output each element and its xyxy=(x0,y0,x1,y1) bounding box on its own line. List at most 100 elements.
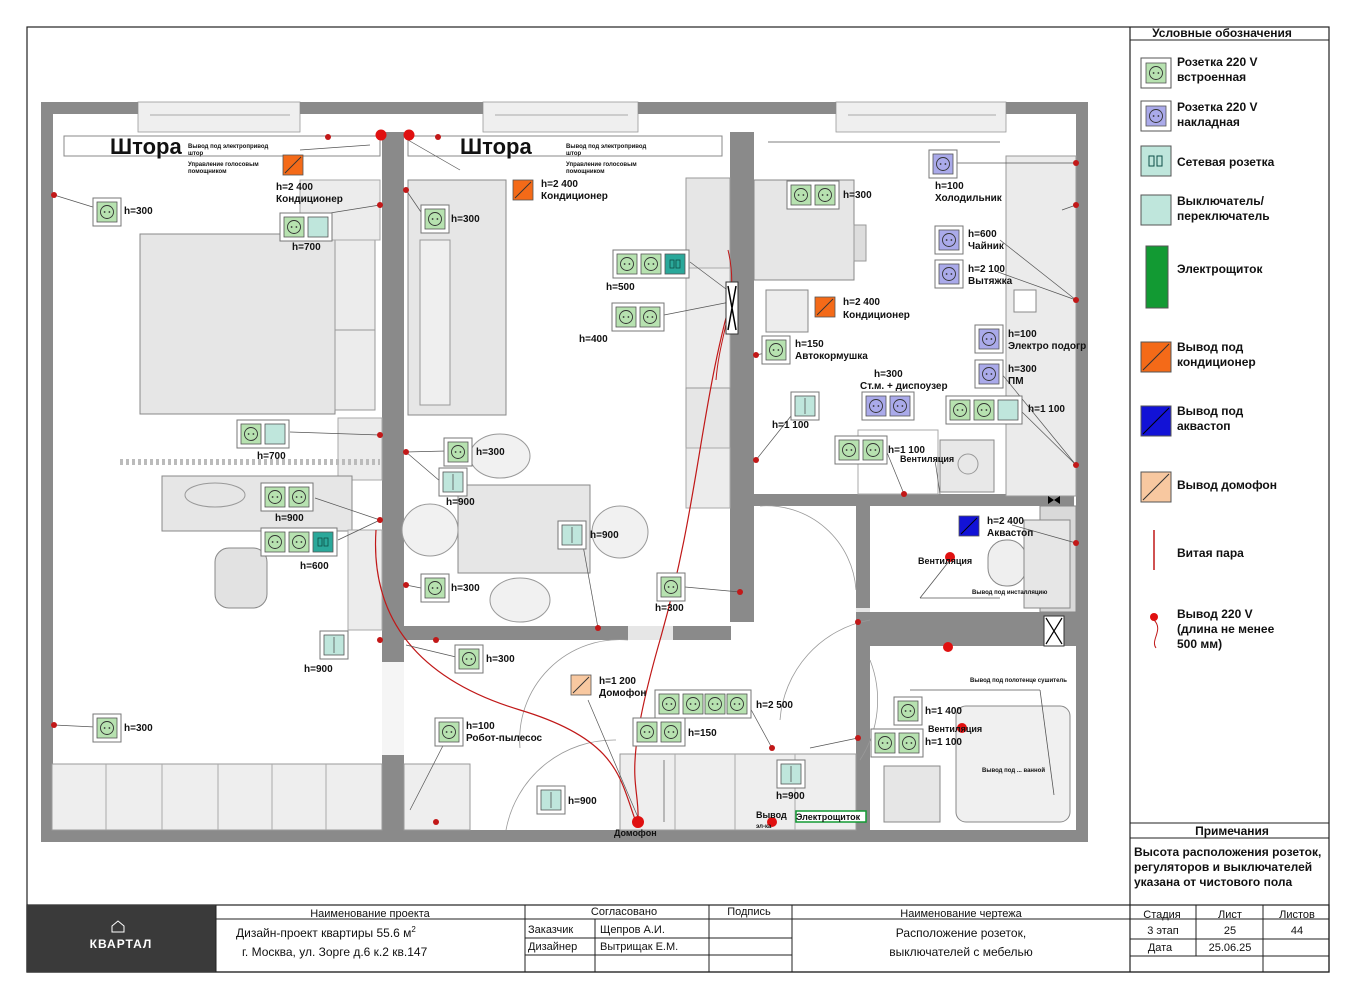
dryer-outlet: Вывод под полотенце сушитель xyxy=(970,678,1067,684)
heat-height: h=100 xyxy=(1008,329,1037,340)
legend-surface: Розетка 220 V xyxy=(1177,100,1257,114)
project-line-2: г. Москва, ул. Зорге д.6 к.2 кв.147 xyxy=(242,945,428,959)
notes-line-1: Высота расположения розеток, xyxy=(1134,845,1321,859)
sign-header: Подпись xyxy=(727,906,771,918)
notes-line-3: указана от чистового пола xyxy=(1134,875,1293,889)
legend-power: Вывод 220 V xyxy=(1177,607,1253,621)
note-voice-right: Управление голосовым xyxy=(566,162,637,168)
legend-power-3: 500 мм) xyxy=(1177,637,1222,651)
date-label: Дата xyxy=(1148,942,1173,954)
washer-height: h=300 xyxy=(874,369,903,380)
bath-socket-1: h=1 400 xyxy=(925,706,962,717)
customer-role: Заказчик xyxy=(528,924,573,936)
sheet-header: Лист xyxy=(1218,909,1242,921)
note-motor-2: штор xyxy=(188,151,204,157)
kitchen-socket-2: h=1 100 xyxy=(1028,404,1065,415)
legend-intercom: Вывод домофон xyxy=(1177,478,1277,492)
bedroom-switch: h=900 xyxy=(304,664,333,675)
notes-line-2: регуляторов и выключателей xyxy=(1134,860,1312,874)
kitchen-ac-height: h=2 400 xyxy=(843,297,880,308)
fridge-height: h=100 xyxy=(935,181,964,192)
legend-power-2: (длина не менее xyxy=(1177,622,1275,636)
washer-label: Ст.м. + диспоузер xyxy=(860,381,948,392)
fridge-label: Холодильник xyxy=(935,193,1003,204)
kettle-height: h=600 xyxy=(968,229,997,240)
bedroom-socket-7: h=300 xyxy=(124,723,153,734)
plan-symbols xyxy=(92,149,1023,815)
kitchen-switch: h=1 100 xyxy=(772,420,809,431)
hall-socket-1: h=300 xyxy=(486,654,515,665)
sheets-value: 44 xyxy=(1291,925,1303,937)
hall-switch-2: h=900 xyxy=(568,796,597,807)
legend-aqua-2: аквастоп xyxy=(1177,419,1231,433)
feeder-label: Автокормушка xyxy=(795,351,868,362)
hall-socket-3: h=150 xyxy=(688,728,717,739)
designer-name: Вытрищак Е.М. xyxy=(600,941,678,953)
living-socket-1: h=300 xyxy=(451,214,480,225)
legend-twisted: Витая пара xyxy=(1177,546,1244,560)
living-ac-height: h=2 400 xyxy=(541,179,578,190)
hood-height: h=2 100 xyxy=(968,264,1005,275)
wc-vent: Вентиляция xyxy=(918,556,972,566)
hood-label: Вытяжка xyxy=(968,276,1013,287)
kitchen-ac-label: Кондиционер xyxy=(843,310,910,321)
bedroom-socket-3: h=700 xyxy=(257,451,286,462)
living-socket-4: h=300 xyxy=(476,447,505,458)
living-socket-8: h=300 xyxy=(655,603,684,614)
bedroom-socket-5: h=600 xyxy=(300,561,329,572)
project-line-1: Дизайн-проект квартиры 55.6 м2 xyxy=(236,925,416,940)
legend-switch: Выключатель/ xyxy=(1177,194,1265,208)
legend-ac-2: кондиционер xyxy=(1177,355,1256,369)
robot-height: h=100 xyxy=(466,721,495,732)
living-ac-label: Кондиционер xyxy=(541,191,608,202)
living-socket-7: h=300 xyxy=(451,583,480,594)
bedroom-socket-2: h=700 xyxy=(292,242,321,253)
bedroom-ac-height: h=2 400 xyxy=(276,182,313,193)
living-socket-3: h=400 xyxy=(579,334,608,345)
notes-title: Примечания xyxy=(1195,824,1269,838)
note-motor-right: Вывод под электропривод xyxy=(566,144,646,150)
kitchen-socket-3: h=1 100 xyxy=(888,445,925,456)
shower-outlet: Вывод под ... ванной xyxy=(982,767,1045,774)
floor-plan xyxy=(41,101,1088,842)
agreed-header: Согласовано xyxy=(591,906,657,918)
note-voice: Управление голосовым xyxy=(188,162,259,168)
stage-header: Стадия xyxy=(1143,909,1181,921)
note-motor: Вывод под электропривод xyxy=(188,144,268,150)
note-voice-right-2: помощником xyxy=(566,169,605,175)
note-voice-2: помощником xyxy=(188,169,227,175)
dishwasher-label: ПМ xyxy=(1008,376,1024,387)
bath-socket-2: h=1 100 xyxy=(925,737,962,748)
note-motor-right-2: штор xyxy=(566,151,582,157)
intercom-bottom: Домофон xyxy=(614,828,657,838)
hall-switch-1: h=900 xyxy=(776,791,805,802)
curtain-left: Штора xyxy=(110,134,182,159)
drawing-line-2: выключателей с мебелью xyxy=(889,945,1033,959)
living-switch-2: h=900 xyxy=(590,530,619,541)
legend-builtin-2: встроенная xyxy=(1177,70,1246,84)
kitchen-socket-1: h=300 xyxy=(843,190,872,201)
drawing-header: Наименование чертежа xyxy=(900,908,1022,920)
dishwasher-height: h=300 xyxy=(1008,364,1037,375)
panel-label: Электрощиток xyxy=(796,812,861,822)
heat-label: Электро подогр xyxy=(1008,341,1086,352)
bedroom-socket-4: h=900 xyxy=(275,513,304,524)
sheet-value: 25 xyxy=(1224,925,1236,937)
legend-builtin: Розетка 220 V xyxy=(1177,55,1257,69)
bedroom-socket-1: h=300 xyxy=(124,206,153,217)
sheets-header: Листов xyxy=(1279,909,1315,921)
living-switch-1: h=900 xyxy=(446,497,475,508)
robot-label: Робот-пылесос xyxy=(466,732,543,744)
stage-value: 3 этап xyxy=(1147,925,1179,937)
legend-ac: Вывод под xyxy=(1177,340,1244,354)
title-block: КВАРТАЛ Наименование проекта Дизайн-прое… xyxy=(26,904,1330,973)
kettle-label: Чайник xyxy=(968,241,1005,252)
panel-out-a: Вывод xyxy=(756,810,787,820)
install-outlet: Вывод под инсталляцию xyxy=(972,590,1047,596)
bath-vent: Вентиляция xyxy=(928,724,982,734)
legend-panel: Электрощиток xyxy=(1177,262,1263,276)
drawing-line-1: Расположение розеток, xyxy=(896,926,1026,940)
legend-title: Условные обозначения xyxy=(1152,26,1292,40)
customer-name: Щепров А.И. xyxy=(600,924,665,936)
kitchen-vent: Вентиляция xyxy=(900,454,954,464)
